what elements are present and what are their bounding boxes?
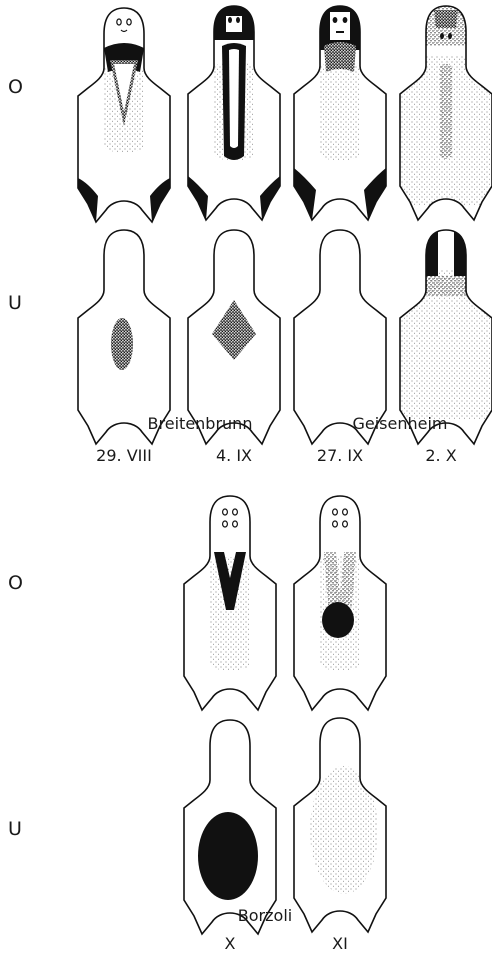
date-label-29viii: 29. VIII: [74, 446, 174, 465]
specimen-lower-borzoli-xi: [290, 718, 390, 932]
row-label-lower-u: U: [8, 292, 22, 314]
location-label-borzoli: Borzoli: [200, 906, 330, 925]
specimen-upper-breitenbrunn-4ix: [184, 6, 284, 220]
location-label-geisenheim: Geisenheim: [320, 414, 480, 433]
date-label-2x: 2. X: [396, 446, 486, 465]
row-label-upper-o-2: O: [8, 572, 23, 594]
location-label-breitenbrunn: Breitenbrunn: [120, 414, 280, 433]
date-label-x: X: [180, 934, 280, 953]
specimen-upper-geisenheim-27ix: [290, 6, 390, 220]
specimen-lower-breitenbrunn-4ix: [184, 230, 284, 444]
specimen-upper-breitenbrunn-29viii: [74, 8, 174, 222]
row-label-lower-u-2: U: [8, 818, 22, 840]
row-label-upper-o: O: [8, 76, 23, 98]
date-label-27ix: 27. IX: [290, 446, 390, 465]
specimen-upper-borzoli-x: [180, 496, 280, 710]
date-label-xi: XI: [290, 934, 390, 953]
specimen-upper-geisenheim-2x: [396, 6, 492, 220]
specimen-lower-breitenbrunn-29viii: [74, 230, 174, 444]
specimen-lower-geisenheim-27ix: [290, 230, 390, 444]
specimen-lower-geisenheim-2x: [396, 230, 492, 444]
date-label-4ix: 4. IX: [184, 446, 284, 465]
specimen-upper-borzoli-xi: [290, 496, 390, 710]
specimen-lower-borzoli-x: [180, 720, 280, 934]
